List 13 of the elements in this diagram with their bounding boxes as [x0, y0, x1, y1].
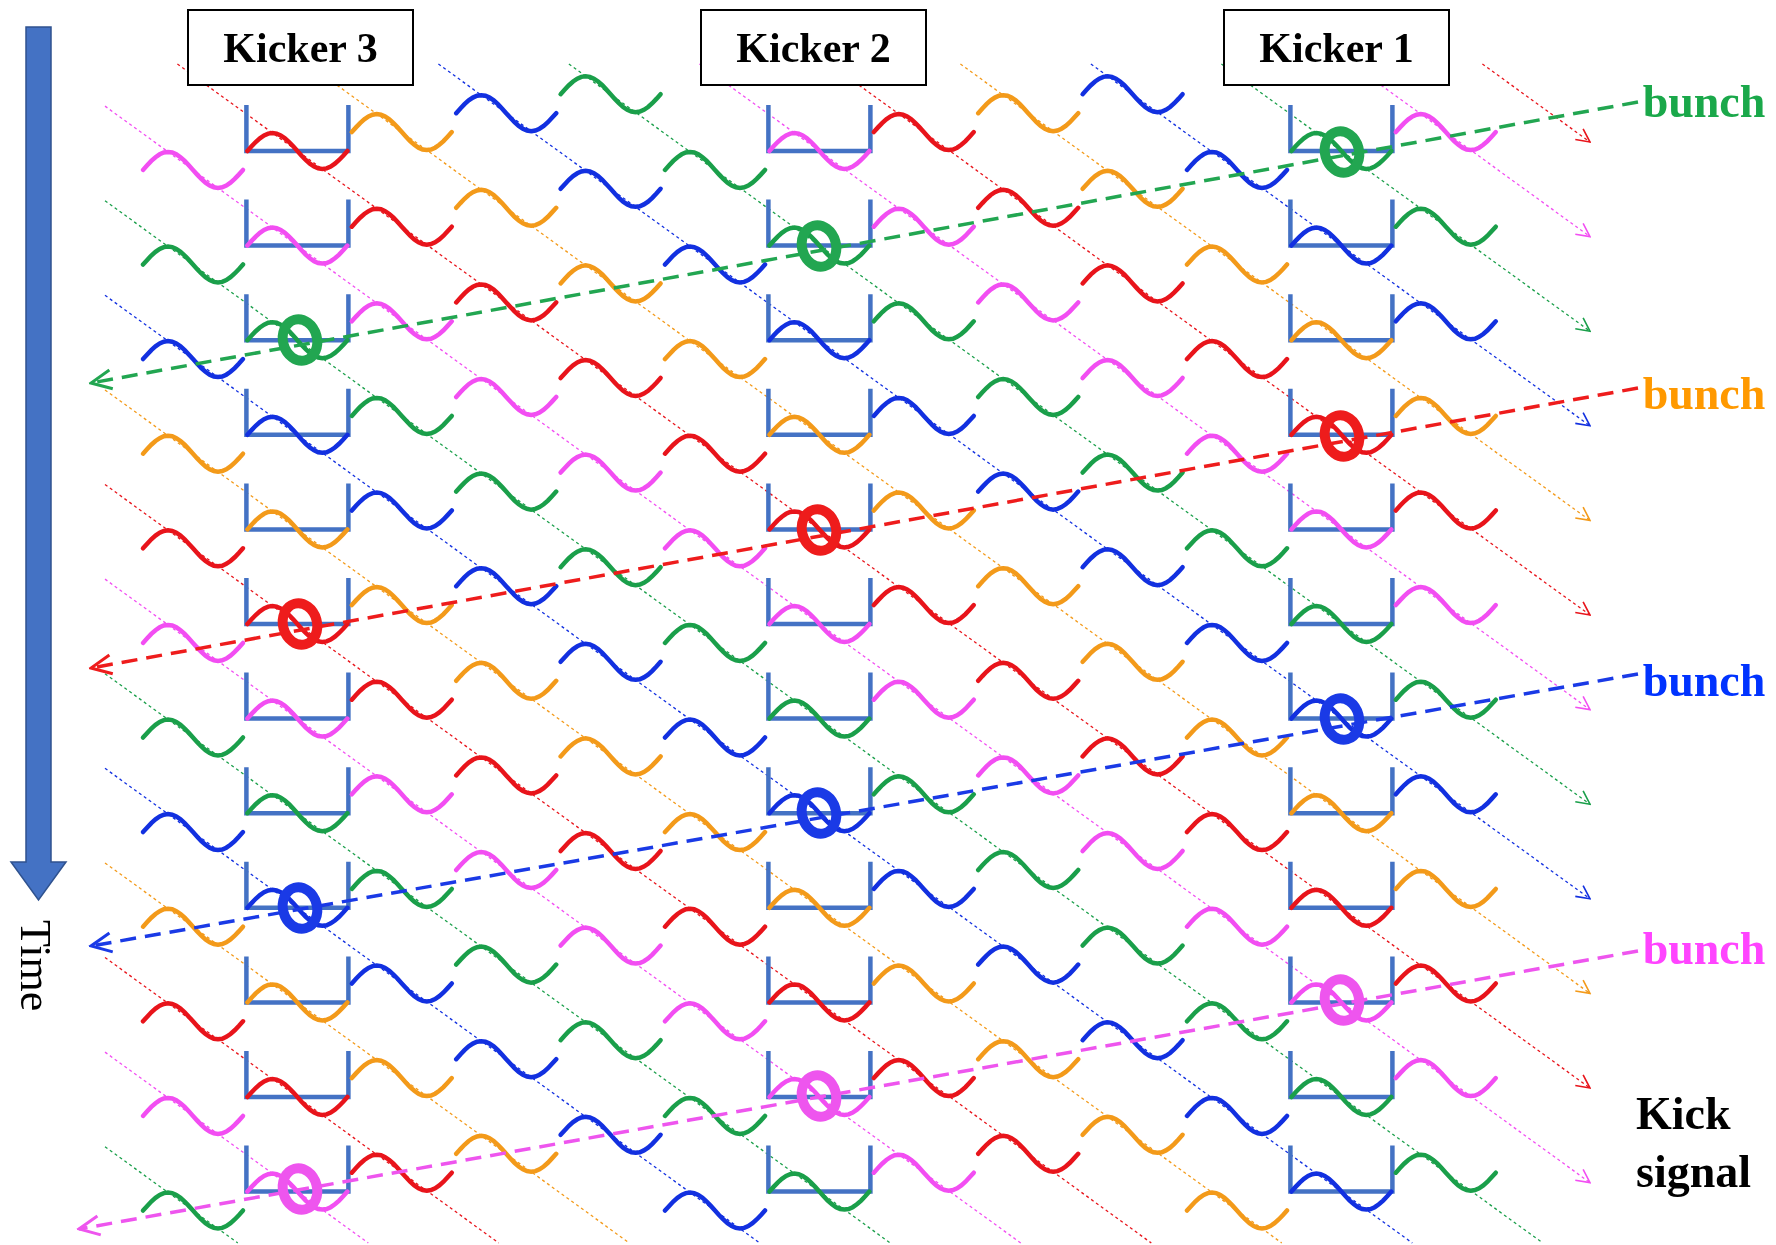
kicker-label-box: Kicker 1 — [1223, 9, 1450, 86]
bunch-path-arrow — [89, 100, 1639, 391]
kick-signal-label: Kick signal — [1636, 1087, 1753, 1199]
bunch-label: bunch — [1638, 74, 1770, 128]
bunch-label: bunch — [1638, 653, 1770, 707]
bunch-path-arrow — [77, 949, 1639, 1237]
bunch-path-arrow — [89, 672, 1639, 954]
bunch-label: bunch — [1638, 921, 1770, 975]
bunch-label: bunch — [1638, 366, 1770, 420]
bunch-path-arrow — [89, 386, 1639, 676]
time-label: Time — [10, 920, 60, 1014]
kicker-label-box: Kicker 3 — [187, 9, 414, 86]
kicker-label-box: Kicker 2 — [700, 9, 927, 86]
